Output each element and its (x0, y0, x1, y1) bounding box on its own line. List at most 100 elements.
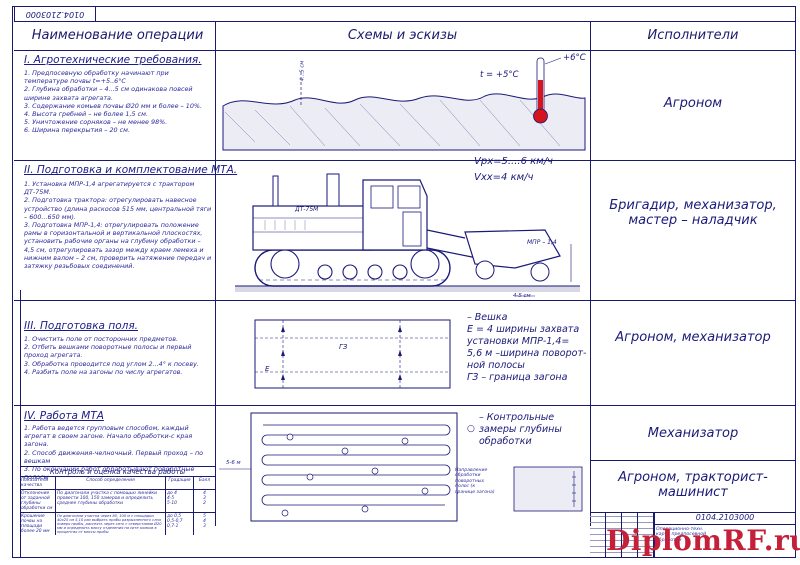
sec3-item: 1. Очистить поле от посторонних предмето… (24, 335, 179, 343)
sec1-item: 6. Ширина перекрытия – 20 см. (24, 126, 131, 135)
sec4-legend: – Контрольные замеры глубины обработки (479, 412, 562, 447)
sec4-item: 1. Работа ведется групповым способом, ка… (24, 424, 193, 449)
sec3-legend-line: установки МПР-1,4= (467, 336, 570, 347)
executor-1: Агроном (663, 96, 723, 111)
points: 4 (203, 519, 206, 524)
points: 4 (203, 491, 206, 496)
temp-right-label: +6°С (563, 53, 586, 63)
executor-4: Механизатор (647, 426, 739, 441)
table-cell: По диагонали участка через 80, 100 м с п… (56, 513, 166, 536)
points: 5 (203, 514, 206, 519)
header-executors: Исполнители (647, 28, 739, 43)
sec4-item: 3. По окончании работ обработывают повор… (24, 465, 195, 482)
sec1-item: 3. Содержание комьев почвы Ø20 мм и боле… (24, 101, 203, 110)
table-cell: По диагонали участка с помощью линейки п… (56, 490, 166, 513)
row-divider-exec (590, 460, 796, 461)
soil-profile-sketch (222, 57, 586, 151)
header-bottom-line (14, 50, 796, 51)
titleblock-code: 0104.2103000 (695, 513, 755, 522)
sec1-item: 5. Уничтожение сорняков – не менее 98%. (24, 118, 168, 127)
sec2-item: 3. Подготовка МПР-1,4: отрегулировать по… (24, 221, 212, 271)
watermark: DiplomRF.ru (606, 524, 800, 557)
implement-label: МПР – 1,4 (527, 239, 557, 246)
sec4-title: IV. Работа МТА (24, 410, 104, 422)
doc-code-rotated: 0104.2103000 (25, 10, 85, 19)
sec2-depth-mark: 4-5 см (513, 293, 531, 299)
sec3-legend-line: ГЗ – граница загона (467, 372, 568, 383)
grade: до 0,5 (167, 514, 182, 519)
col-divider-2 (590, 21, 591, 526)
sec4-item: 2. Способ движения-челночный. Первый про… (24, 448, 204, 465)
row-divider-3 (14, 405, 796, 406)
control-top-line (20, 466, 215, 467)
sec3-legend-line: Е = 4 ширины захвата (467, 324, 580, 335)
sec1-item: 1. Предпосевную обработку начинают при т… (24, 69, 169, 86)
table-cell: Отклонение от заданной глубины обработки… (20, 490, 56, 513)
margin-line (20, 290, 21, 558)
field-gz-label: ГЗ (339, 343, 348, 351)
points: 3 (203, 524, 206, 529)
sec3-legend-line: ной полосы (467, 360, 525, 371)
tractor-sketch (235, 173, 580, 297)
doc-code-box: 0104.2103000 (14, 6, 96, 22)
sec1-depth-mark: 4...5 см (299, 60, 306, 82)
grade: 4-5 (167, 496, 175, 501)
sec3-item: 3. Обработка проводится под углом 2...4°… (24, 359, 199, 368)
table-cell: до 4 4-5 5-10 (166, 490, 194, 513)
grade: 0,5-0,7 (167, 519, 183, 524)
speed-work: Vрх=5....6 км/ч (474, 156, 553, 167)
executor-2: Бригадир, механизатор, мастер – наладчик (609, 198, 777, 228)
titleblock-name: Операционно-техн. карта предпосевной обр… (656, 527, 707, 543)
row-divider-2 (14, 300, 796, 301)
col-header: Показатели качества (20, 477, 56, 490)
sec1-item: 4. Высота гребней – не более 1,5 см. (24, 110, 148, 119)
sec2-item: 1. Установка МПР-1,4 агрегатируется с тр… (24, 180, 195, 197)
sec3-item: 4. Разбить поле на загоны по числу агрег… (24, 367, 183, 376)
row-divider-1 (14, 160, 796, 161)
sec1-title: I. Агротехнические требования. (24, 54, 202, 66)
drawing-sheet (12, 6, 796, 558)
header-top-line (14, 21, 796, 22)
table-cell: до 0,5 0,5-0,7 0,7-1 (166, 513, 194, 536)
direction-note: Направление обработки поворотных полос (… (455, 468, 495, 495)
tractor-label: ДТ-75М (295, 206, 319, 213)
depth-check-sketch (513, 466, 583, 512)
executor-3: Агроном, механизатор (615, 330, 771, 345)
col-divider-1 (215, 21, 216, 526)
shuttle-pattern-sketch (219, 412, 458, 522)
sec4-legend-circle: ○ (467, 424, 475, 434)
sec1-item: 2. Глубина обработки – 4...5 см одинаков… (24, 85, 193, 102)
sec3-legend-line: 5,6 м –ширина поворот- (467, 348, 587, 359)
table-cell: Крошение почвы на площади более 20 мм (20, 513, 56, 536)
points: 2 (203, 501, 206, 506)
sec1-list: 1. Предпосевную обработку начинают при т… (24, 69, 212, 135)
sec3-title: III. Подготовка поля. (24, 320, 138, 332)
col-header: Способ определения (56, 477, 166, 490)
field-layout-sketch (254, 319, 451, 389)
points: 3 (203, 496, 206, 501)
field-e-label: Е (265, 365, 270, 373)
sec4-list: 1. Работа ведется групповым способом, ка… (24, 424, 212, 481)
speed-idle: Vхх=4 км/ч (474, 172, 534, 183)
grade: до 4 (167, 491, 177, 496)
sec3-item: 2. Отбить вешками поворотные полосы и пе… (24, 343, 192, 360)
sec3-legend-marker: – Вешка (467, 312, 508, 323)
sec2-item: 2. Подготовка трактора: отрегулировать н… (24, 196, 212, 221)
header-operations: Наименование операции (31, 28, 204, 43)
header-schemes: Схемы и эскизы (347, 28, 458, 43)
executor-5: Агроном, тракторист-машинист (618, 470, 768, 500)
table-cell: 4 3 2 (194, 490, 215, 513)
sec2-list: 1. Установка МПР-1,4 агрегатируется с тр… (24, 180, 212, 270)
control-table: Контроль и оценка качества работы Показа… (20, 468, 215, 536)
sec4-width-mark: 5-6 м (226, 460, 241, 466)
temp-left-label: t = +5°С (480, 70, 519, 80)
col-header: Балл (194, 477, 215, 490)
sec3-list: 1. Очистить поле от посторонних предмето… (24, 335, 209, 376)
control-title: Контроль и оценка качества работы (20, 468, 215, 477)
grade: 5-10 (167, 501, 177, 506)
col-header: Градация (166, 477, 194, 490)
title-block: 0104.2103000 Операционно-техн. карта пре… (590, 512, 796, 558)
sec3-legend: – Вешка Е = 4 ширины захвата установки М… (467, 312, 586, 384)
table-cell: 5 4 3 (194, 513, 215, 535)
grade: 0,7-1 (167, 524, 179, 529)
